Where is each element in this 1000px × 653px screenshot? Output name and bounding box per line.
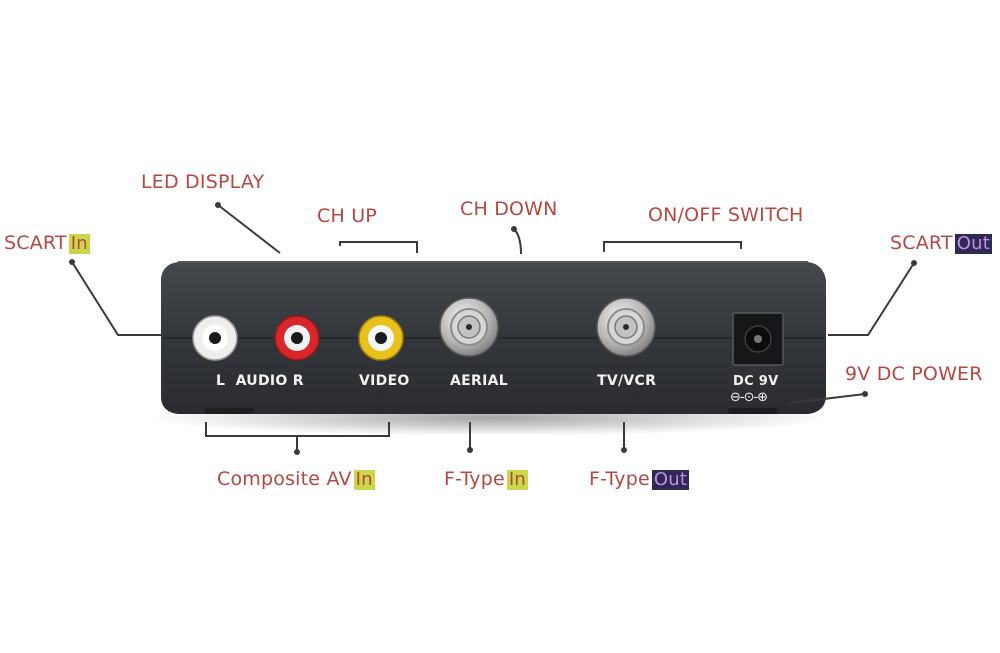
callout-f-type-in-label: F-Type [444,468,505,490]
aerial-jack-label: AERIAL [450,373,508,389]
callout-f-type-out-label: F-Type [589,468,650,490]
audio-jack-label: L AUDIO R [216,373,304,389]
device-foot-left [205,408,255,414]
tag-in: In [353,469,375,490]
tag-in: In [68,233,90,254]
tag-in: In [506,469,529,490]
callout-ch-down: CH DOWN [460,198,558,220]
f-type-aerial-connector [439,297,499,357]
video-jack-label: VIDEO [359,373,410,389]
callout-on-off-switch: ON/OFF SWITCH [648,204,804,226]
dc-jack-label: DC 9V [733,374,779,389]
callout-9v-dc-power: 9V DC POWER [845,363,983,385]
device-foot-right [728,408,778,414]
f-type-tv-vcr-connector [596,297,656,357]
leader-dots [69,202,917,455]
tag-out: Out [651,469,690,490]
dc-power-jack [732,312,784,366]
tv-vcr-jack-label: TV/VCR [597,373,657,389]
callout-led-display: LED DISPLAY [141,171,265,193]
callout-scart-out-label: SCART [890,232,953,254]
rca-white-jack [192,315,238,361]
callout-ch-up: CH UP [317,205,377,227]
tag-out: Out [954,233,992,254]
callout-scart-in-label: SCART [4,232,67,254]
dc-polarity-symbol: ⊖-⊙-⊕ [730,390,768,405]
rca-red-jack [274,315,320,361]
rca-yellow-jack [358,315,404,361]
leader-lines [71,204,915,452]
callout-composite-av-label: Composite AV [217,468,352,490]
